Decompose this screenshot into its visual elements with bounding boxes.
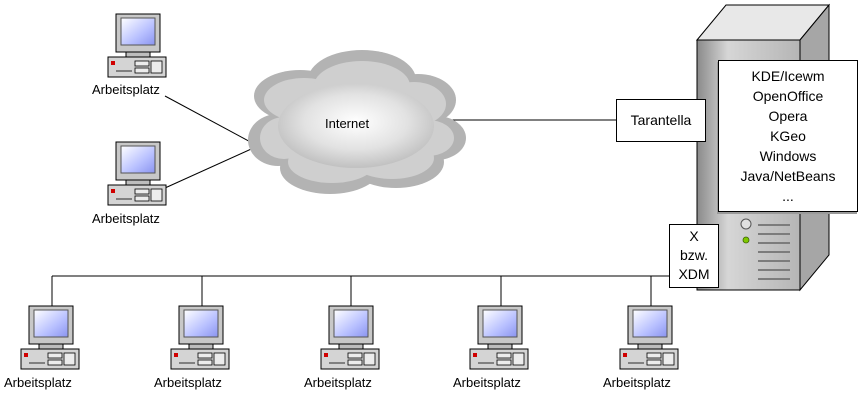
remote-workstation-2-label: Arbeitsplatz <box>92 211 160 226</box>
lan-workstation-5 <box>619 305 679 370</box>
app-item: ... <box>782 188 794 204</box>
app-item: Windows <box>759 148 817 164</box>
internet-cloud <box>248 50 466 194</box>
xdm-line-3: XDM <box>678 266 710 282</box>
app-item: OpenOffice <box>752 88 824 104</box>
lan-workstation-4-label: Arbeitsplatz <box>453 375 521 390</box>
remote-workstation-1-label: Arbeitsplatz <box>92 82 160 97</box>
app-item: KGeo <box>770 128 806 144</box>
xdm-line-1: X <box>689 228 699 244</box>
power-button-icon <box>740 218 752 230</box>
lan-workstation-2 <box>170 305 230 370</box>
lan-workstation-1-label: Arbeitsplatz <box>4 375 72 390</box>
lan-workstation-3 <box>320 305 380 370</box>
xdm-box: X bzw. XDM <box>669 224 719 288</box>
power-led-icon <box>742 236 750 244</box>
link-remote-1-internet <box>164 95 259 147</box>
app-item: KDE/Icewm <box>751 68 825 84</box>
app-item: Opera <box>768 108 808 124</box>
tarantella-box: Tarantella <box>616 99 706 142</box>
lan-workstation-5-label: Arbeitsplatz <box>603 375 671 390</box>
remote-workstation-2 <box>107 141 167 206</box>
remote-workstation-1 <box>107 13 167 78</box>
lan-workstation-4 <box>469 305 529 370</box>
lan-workstation-1 <box>20 305 80 370</box>
xdm-line-2: bzw. <box>679 247 708 263</box>
application-list: KDE/Icewm OpenOffice Opera KGeo Windows … <box>718 60 858 212</box>
lan-workstation-2-label: Arbeitsplatz <box>154 375 222 390</box>
cloud-label: Internet <box>325 116 370 131</box>
app-item: Java/NetBeans <box>740 168 836 184</box>
link-remote-2-internet <box>164 145 259 189</box>
lan-workstation-3-label: Arbeitsplatz <box>304 375 372 390</box>
tarantella-label: Tarantella <box>630 112 692 128</box>
